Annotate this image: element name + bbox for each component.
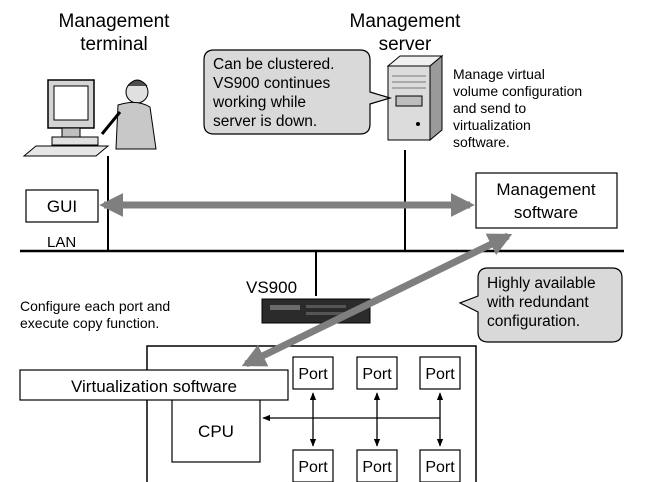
cpu-box	[171, 397, 261, 463]
cluster-note-line3: working while	[212, 94, 306, 111]
mgmt-software-box	[475, 172, 618, 229]
virt-mgmt-arrow	[241, 232, 513, 368]
server-title-line1: Management	[350, 11, 462, 32]
lan-label: LAN	[47, 234, 76, 251]
mgmt-software-line1: Management	[496, 180, 596, 199]
cpu-label: CPU	[198, 422, 234, 441]
terminal-title-line2: terminal	[80, 34, 148, 55]
server-note-line3: and send to	[453, 100, 526, 116]
port-box-bottom-3	[419, 449, 461, 482]
port-note-line1: Configure each port and	[20, 298, 170, 314]
ha-note-line2: with redundant	[486, 294, 589, 311]
port-label-bottom-3: Port	[425, 459, 455, 476]
computer-user-icon	[22, 79, 157, 157]
cluster-callout	[203, 49, 393, 135]
cluster-note-line1: Can be clustered.	[213, 56, 335, 73]
server-note-line5: software.	[453, 134, 510, 150]
port-box-bottom-1	[292, 449, 334, 482]
server-title-line2: server	[379, 34, 432, 55]
ha-note-line3: configuration.	[487, 313, 580, 330]
server-note-line2: volume configuration	[453, 83, 582, 99]
gui-label: GUI	[47, 197, 77, 216]
cluster-note-line2: VS900 continues	[213, 75, 330, 92]
gui-box	[25, 189, 99, 223]
server-tower-icon	[386, 54, 444, 142]
port-label-top-1: Port	[298, 366, 328, 383]
server-note-line1: Manage virtual	[453, 66, 545, 82]
server-note-line4: virtualization	[453, 117, 531, 133]
port-box-bottom-2	[356, 449, 398, 482]
port-label-bottom-2: Port	[362, 459, 392, 476]
port-note-line2: execute copy function.	[20, 315, 159, 331]
virtualization-software-label: Virtualization software	[71, 377, 237, 396]
cluster-note-line4: server is down.	[213, 113, 317, 130]
port-label-top-2: Port	[362, 366, 392, 383]
port-label-top-3: Port	[425, 366, 455, 383]
vs900-label: VS900	[246, 278, 297, 297]
ha-note-line1: Highly available	[487, 275, 596, 292]
terminal-title-line1: Management	[59, 11, 171, 32]
virtualization-software-box	[19, 369, 289, 401]
mgmt-software-line2: software	[514, 203, 578, 222]
port-label-bottom-1: Port	[298, 459, 328, 476]
